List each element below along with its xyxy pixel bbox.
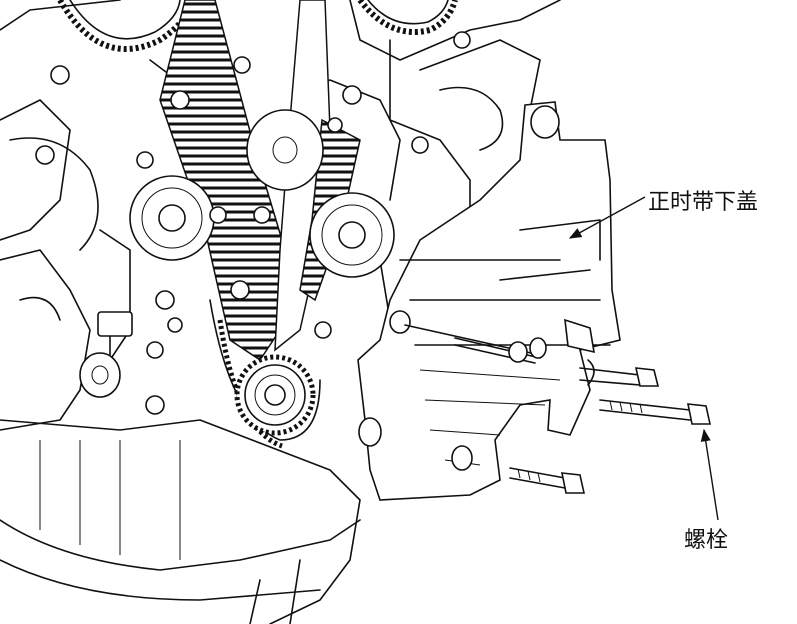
bolt-upper-right	[579, 367, 660, 387]
camshaft-sprocket-right	[357, 0, 458, 35]
bolts-label: 螺栓	[684, 528, 729, 553]
camshaft-sprocket-left	[57, 0, 193, 52]
cover-callout-leader	[568, 196, 646, 239]
idler-pulley-left	[129, 175, 215, 261]
block-bolts	[35, 31, 471, 415]
timing-belt-lower-cover-label: 正时带下盖	[648, 190, 759, 215]
tensioner-pulley-right	[309, 192, 395, 278]
timing-belt-lower-cover	[357, 101, 621, 501]
bolt-callout-leader	[700, 428, 719, 521]
bolt-lower	[509, 467, 585, 494]
bolt-middle-right	[599, 399, 711, 425]
crankshaft-sprocket	[234, 354, 316, 436]
bolt-upper-left	[404, 324, 547, 364]
crank-position-sensor	[79, 311, 133, 398]
oil-pan	[0, 419, 361, 624]
cover-bolts	[404, 324, 711, 494]
water-pump-pulley	[246, 109, 324, 191]
